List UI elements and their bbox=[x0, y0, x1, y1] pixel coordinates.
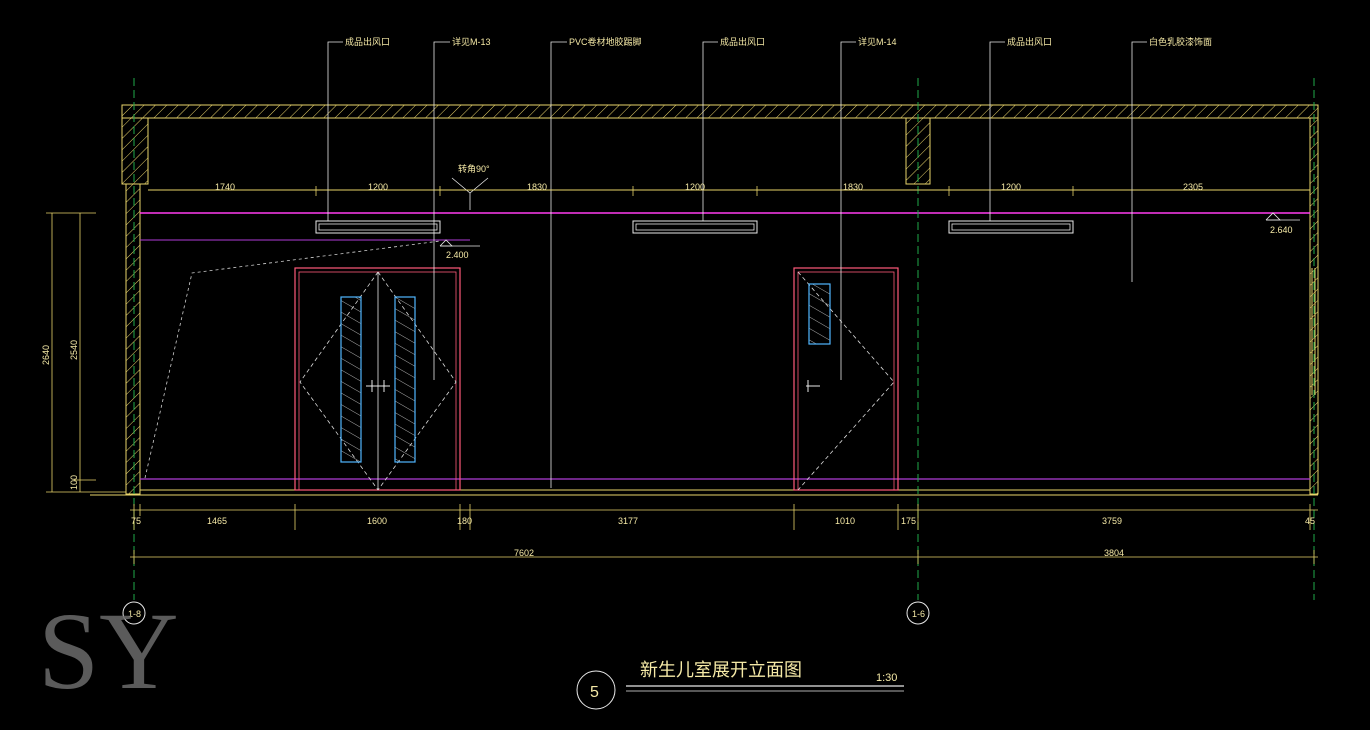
level-2400: 2.400 bbox=[446, 250, 469, 260]
drawing-title: 新生儿室展开立面图 bbox=[640, 660, 802, 681]
axis-marker-left: 1-8 bbox=[122, 601, 146, 625]
top-dim-2: 1200 bbox=[368, 182, 388, 192]
door-glass-left bbox=[340, 296, 362, 463]
title-block: 5 新生儿室展开立面图 1:30 bbox=[576, 660, 904, 710]
left-dim-total: 2640 bbox=[41, 345, 51, 365]
single-door bbox=[793, 267, 899, 491]
ceiling-slab bbox=[121, 104, 1319, 119]
callout-pvc-skirting: PVC卷材地胶踢脚 bbox=[569, 36, 642, 47]
top-dim-3: 1830 bbox=[527, 182, 547, 192]
opening-angle-label: 转角90° bbox=[458, 163, 490, 174]
bottom-dim-3: 1600 bbox=[367, 516, 387, 526]
top-dim-1: 1740 bbox=[215, 182, 235, 192]
axis-marker-mid: 1-6 bbox=[906, 601, 930, 625]
left-dimension-lines bbox=[46, 212, 126, 493]
air-outlet-2 bbox=[632, 220, 758, 234]
opening-angle-symbol bbox=[451, 177, 489, 210]
top-dimension-line bbox=[148, 186, 1310, 196]
level-2640: 2.640 bbox=[1270, 225, 1293, 235]
bottom-dim-6: 1010 bbox=[835, 516, 855, 526]
top-dim-6: 1200 bbox=[1001, 182, 1021, 192]
watermark: SY bbox=[38, 590, 179, 712]
callout-air-outlet-3: 成品出风口 bbox=[1007, 36, 1052, 47]
callout-wall-finish: 白色乳胶漆饰面 bbox=[1149, 36, 1212, 47]
door-glass-right bbox=[394, 296, 416, 463]
drawing-number: 5 bbox=[590, 684, 599, 701]
bottom-dim-9: 45 bbox=[1305, 516, 1315, 526]
drawing-scale: 1:30 bbox=[876, 672, 897, 684]
left-dim-height: 2540 bbox=[69, 340, 79, 360]
callout-leaders bbox=[327, 41, 1147, 488]
air-outlet-1 bbox=[315, 220, 441, 234]
double-door bbox=[294, 267, 461, 491]
left-beam bbox=[121, 117, 149, 185]
total-dim-1: 7602 bbox=[514, 548, 534, 558]
callout-door-m14: 详见M-14 bbox=[858, 36, 897, 47]
wall-opening-outline bbox=[144, 240, 441, 479]
bottom-dimension-line bbox=[130, 504, 1318, 564]
callout-air-outlet-2: 成品出风口 bbox=[720, 36, 765, 47]
door-glass-single bbox=[808, 283, 831, 345]
top-dim-5: 1830 bbox=[843, 182, 863, 192]
bottom-dim-7: 175 bbox=[901, 516, 916, 526]
axis-label-mid: 1-6 bbox=[912, 609, 925, 619]
left-wall bbox=[125, 183, 141, 495]
bottom-dim-8: 3759 bbox=[1102, 516, 1122, 526]
total-dim-2: 3804 bbox=[1104, 548, 1124, 558]
callout-air-outlet-1: 成品出风口 bbox=[345, 36, 390, 47]
top-dim-4: 1200 bbox=[685, 182, 705, 192]
left-dim-skirting: 100 bbox=[69, 475, 79, 490]
wall-structure bbox=[90, 104, 1319, 496]
bottom-dim-4: 180 bbox=[457, 516, 472, 526]
bottom-dim-2: 1465 bbox=[207, 516, 227, 526]
callout-door-m13: 详见M-13 bbox=[452, 36, 491, 47]
bottom-dim-5: 3177 bbox=[618, 516, 638, 526]
air-outlet-3 bbox=[948, 220, 1074, 234]
top-dim-7: 2305 bbox=[1183, 182, 1203, 192]
level-marker-2640 bbox=[1265, 212, 1300, 221]
bottom-dim-1: 75 bbox=[131, 516, 141, 526]
level-marker-2400 bbox=[439, 239, 480, 247]
axis-label-left: 1-8 bbox=[128, 609, 141, 619]
drawing-number-circle bbox=[576, 670, 616, 710]
